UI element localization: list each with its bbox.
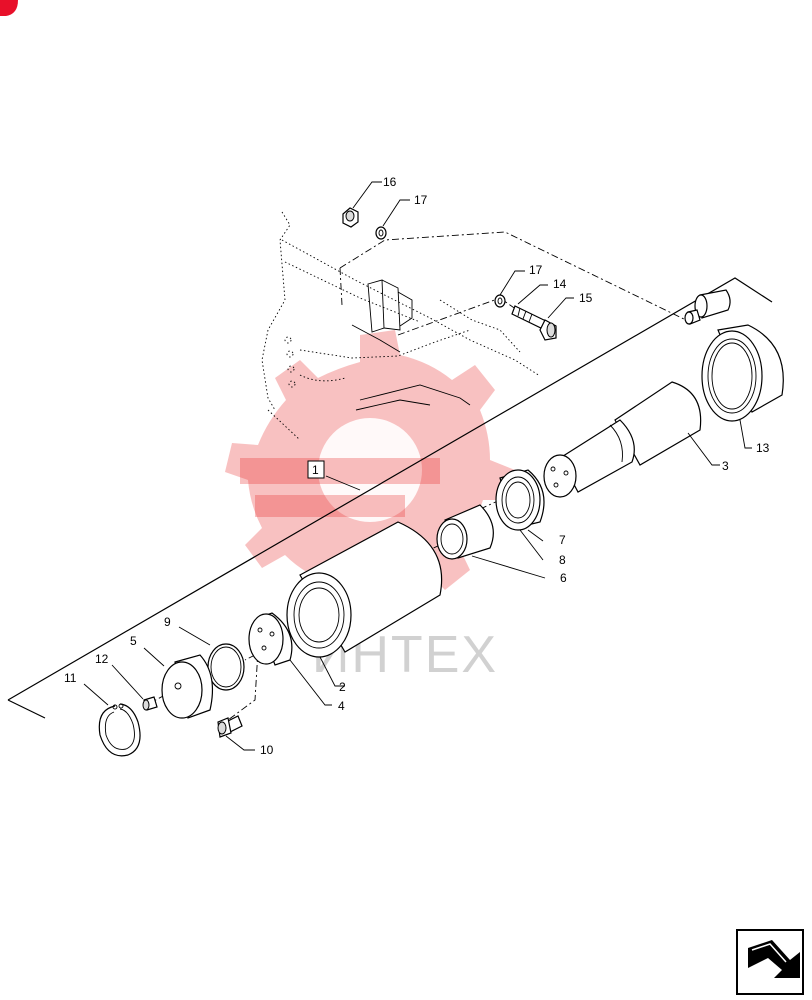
callout-10: 10 xyxy=(260,743,274,757)
callout-5: 5 xyxy=(130,634,137,648)
part-2-barrel xyxy=(286,521,443,658)
callout-17-top: 17 xyxy=(414,193,428,207)
part-6-bushing xyxy=(436,504,494,560)
arrow-icon[interactable] xyxy=(736,929,804,995)
callout-2: 2 xyxy=(339,680,346,694)
part-12-set-screw xyxy=(142,696,158,711)
part-10-screw xyxy=(217,715,243,738)
part-16-nut xyxy=(342,207,359,228)
callout-1: 1 xyxy=(312,463,319,477)
frame-outline xyxy=(261,211,541,441)
part-3-rod xyxy=(543,381,702,498)
leader-lines xyxy=(83,181,752,751)
callout-1-box xyxy=(307,460,325,479)
callout-9: 9 xyxy=(164,615,171,629)
part-11-snap-ring xyxy=(98,703,141,757)
part-9-o-ring xyxy=(207,643,245,691)
callout-8: 8 xyxy=(559,553,566,567)
callout-12: 12 xyxy=(95,652,109,666)
callout-17: 17 xyxy=(529,263,543,277)
callout-14: 14 xyxy=(553,277,567,291)
part-15-bolt-head xyxy=(539,319,557,341)
callout-3: 3 xyxy=(722,459,729,473)
callout-16: 16 xyxy=(383,175,397,189)
callout-6: 6 xyxy=(560,571,567,585)
callout-4: 4 xyxy=(338,699,345,713)
part-17-washer xyxy=(494,294,506,308)
callout-13: 13 xyxy=(756,441,770,455)
part-7-8-ring xyxy=(495,469,545,531)
part-17-washer-top xyxy=(375,226,387,240)
callout-7: 7 xyxy=(559,533,566,547)
part-13-bushing xyxy=(701,324,784,422)
part-pin xyxy=(684,289,731,325)
callout-15: 15 xyxy=(579,291,593,305)
corner-badge xyxy=(0,0,18,16)
part-5-piston xyxy=(161,654,213,719)
callout-11: 11 xyxy=(64,671,77,685)
part-4-disc xyxy=(248,612,293,666)
callouts: 1 2 3 4 5 6 7 8 9 10 11 12 13 14 15 16 1… xyxy=(64,175,770,757)
assembly-bracket-line xyxy=(7,277,773,701)
